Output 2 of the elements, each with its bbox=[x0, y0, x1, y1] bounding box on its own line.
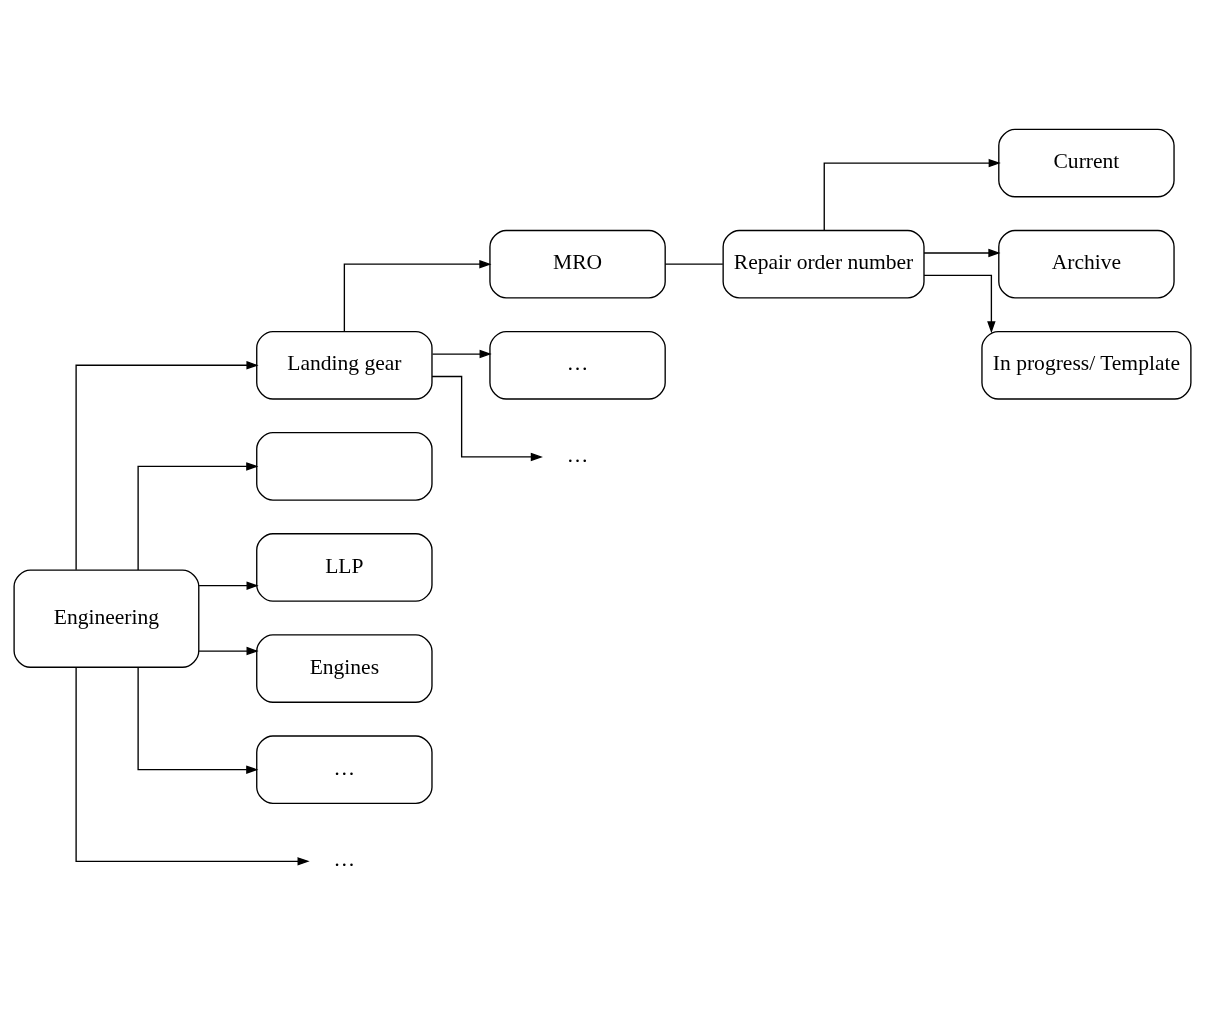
node-text: … bbox=[566, 442, 589, 467]
node-text: … bbox=[333, 846, 356, 871]
